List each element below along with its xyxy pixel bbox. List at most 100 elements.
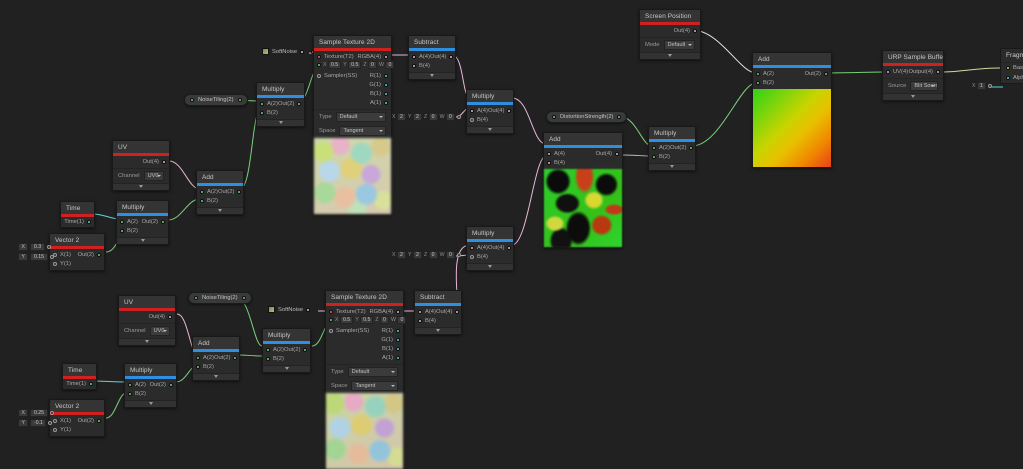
port-out[interactable]: Out(4) <box>436 309 460 315</box>
node-vector2-top[interactable]: Vector 2 X(1) Y(1) Out(2) <box>49 233 105 271</box>
x-value[interactable]: 0.25 <box>30 409 48 417</box>
node-screen-position[interactable]: Screen Position Out(4) Mode Default <box>639 9 701 60</box>
b-z-value[interactable]: 0 <box>428 113 438 121</box>
node-multiply-time-bottom[interactable]: Multiply A(2) B(2) Out(2) <box>124 363 177 408</box>
port-out-g[interactable]: G(1) <box>369 82 388 88</box>
uv-z-value[interactable]: 0 <box>368 60 378 69</box>
port-out[interactable]: Out(2) <box>142 219 165 225</box>
collapse-toggle[interactable] <box>883 92 943 100</box>
port-in-a[interactable]: A(4) <box>470 245 488 251</box>
screen-position-mode-row[interactable]: Mode Default <box>640 36 700 52</box>
b-x-value[interactable]: 2 <box>396 251 406 259</box>
port-out[interactable]: Out(2) <box>150 382 173 388</box>
port-in-a[interactable]: A(2) <box>756 71 774 77</box>
port-out-a[interactable]: A(1) <box>382 355 400 361</box>
node-fragment-master[interactable]: Fragment Base Color(3) Alpha(1) <box>1000 48 1023 84</box>
type-row-bottom[interactable]: Type Default <box>326 363 403 379</box>
node-multiply-scale-bottom[interactable]: Multiply A(4) B(4) Out(4) <box>466 226 514 271</box>
type-dropdown[interactable]: Default <box>347 366 398 377</box>
vector2-top-fields[interactable]: X 0.3 Y 0.15 <box>18 243 54 261</box>
port-in-a[interactable]: A(2) <box>266 347 284 353</box>
collapse-toggle[interactable] <box>117 236 168 244</box>
node-subtract-bottom[interactable]: Subtract A(4) B(4) Out(4) <box>414 290 462 335</box>
property-noise-tiling-top[interactable]: NoiseTiling(2) <box>184 94 248 106</box>
port-in-texture[interactable]: Texture(T2) <box>329 309 366 315</box>
collapse-toggle[interactable] <box>409 71 455 79</box>
node-uv-bottom[interactable]: UV Out(4) Channel UV0 <box>118 295 176 346</box>
b-z-value[interactable]: 0 <box>428 251 438 259</box>
port-in-a[interactable]: A(2) <box>200 189 218 195</box>
vector2-bottom-y-row[interactable]: Y -0.1 <box>18 419 54 427</box>
port-in-a[interactable]: A(4) <box>547 151 565 157</box>
port-in-b[interactable]: B(4) <box>412 63 430 69</box>
node-multiply-tiling-top[interactable]: Multiply A(2) B(2) Out(2) <box>256 82 305 127</box>
port-out-r[interactable]: R(1) <box>370 73 388 79</box>
port-out[interactable]: Output(4) <box>909 69 940 75</box>
port-out-time[interactable]: Time(1) <box>64 219 91 225</box>
port-out-rgba[interactable]: RGBA(4) <box>357 54 388 60</box>
port-out[interactable]: Out(4) <box>149 314 172 320</box>
uv-y-value[interactable]: 0.5 <box>348 60 362 69</box>
port-in-a[interactable]: A(2) <box>196 355 214 361</box>
vector2-bottom-x-row[interactable]: X 0.25 <box>18 409 54 417</box>
port-out[interactable]: Out(4) <box>596 151 619 157</box>
b-connector-icon[interactable] <box>457 115 462 119</box>
property-distortion-strength[interactable]: DistortionStrength(2) <box>546 111 628 123</box>
uv-channel-row[interactable]: Channel UV0 <box>113 167 169 183</box>
node-add-screen[interactable]: Add A(2) B(2) Out(2) <box>752 52 832 168</box>
collapse-toggle[interactable] <box>415 326 461 334</box>
port-out-g[interactable]: G(1) <box>381 337 400 343</box>
port-out[interactable]: Out(2) <box>284 347 308 353</box>
y-knob-icon[interactable] <box>49 255 54 259</box>
port-out-rgba[interactable]: RGBA(4) <box>369 309 400 315</box>
port-in-y[interactable]: Y(1) <box>53 261 71 267</box>
b-connector-icon[interactable] <box>457 253 462 257</box>
uv-channel-row-bottom[interactable]: Channel UV0 <box>119 322 175 338</box>
port-in-a[interactable]: A(2) <box>652 145 670 151</box>
port-in-b[interactable]: B(2) <box>128 391 146 397</box>
property-soft-noise-bottom[interactable]: SoftNoise <box>268 306 311 313</box>
port-in-y[interactable]: Y(1) <box>53 427 71 433</box>
node-time-top[interactable]: Time Time(1) <box>60 201 95 228</box>
type-row-top[interactable]: Type Default <box>314 108 391 124</box>
port-in-uv[interactable]: UV(4) <box>886 69 908 75</box>
port-out-a[interactable]: A(1) <box>370 100 388 106</box>
alpha-value[interactable]: 1 <box>976 82 986 90</box>
node-add-distort[interactable]: Add A(4) B(4) Out(4) <box>543 132 623 248</box>
node-add-uv-top[interactable]: Add A(2) B(2) Out(2) <box>196 170 244 215</box>
b-w-value[interactable]: 0 <box>446 113 456 121</box>
node-time-bottom[interactable]: Time Time(1) <box>62 363 97 390</box>
port-out[interactable]: Out(2) <box>670 145 694 151</box>
port-in-sampler[interactable]: Sampler(SS) <box>317 73 357 79</box>
node-sample-texture-2d-top[interactable]: Sample Texture 2D Texture(T2) RGBA(4) <box>313 35 395 215</box>
y-value[interactable]: -0.1 <box>30 419 47 427</box>
port-out[interactable]: Out(2) <box>218 189 242 195</box>
collapse-toggle[interactable] <box>113 182 169 190</box>
node-sample-texture-2d-bottom[interactable]: Sample Texture 2D Texture(T2) RGBA(4) <box>325 290 407 469</box>
type-dropdown[interactable]: Default <box>335 111 386 122</box>
port-out[interactable]: Out(2) <box>214 355 238 361</box>
b-y-value[interactable]: 2 <box>412 113 422 121</box>
space-dropdown[interactable]: Tangent <box>351 380 398 391</box>
port-out[interactable]: Out(4) <box>430 54 454 60</box>
collapse-toggle[interactable] <box>119 337 175 345</box>
port-out[interactable]: Out(4) <box>674 28 697 34</box>
port-in-b[interactable]: B(2) <box>200 198 218 204</box>
collapse-toggle[interactable] <box>193 372 239 380</box>
property-soft-noise-top[interactable]: SoftNoise <box>262 48 316 55</box>
uv-y-value[interactable]: 0.5 <box>360 315 374 324</box>
alpha-connector-icon[interactable] <box>987 84 992 88</box>
port-in-a[interactable]: A(4) <box>412 54 430 60</box>
port-in-b[interactable]: B(2) <box>756 80 774 86</box>
property-noise-tiling-bottom[interactable]: NoiseTiling(2) <box>188 292 252 304</box>
port-in-a[interactable]: A(2) <box>120 219 138 225</box>
port-in-b[interactable]: B(2) <box>652 154 670 160</box>
collapse-toggle[interactable] <box>640 51 700 59</box>
port-in-x[interactable]: X(1) <box>53 252 71 258</box>
node-multiply-scale-top[interactable]: Multiply A(4) B(4) Out(4) <box>466 89 514 134</box>
port-in-b[interactable]: B(2) <box>266 356 284 362</box>
uv-x-value[interactable]: 0.5 <box>339 315 354 324</box>
